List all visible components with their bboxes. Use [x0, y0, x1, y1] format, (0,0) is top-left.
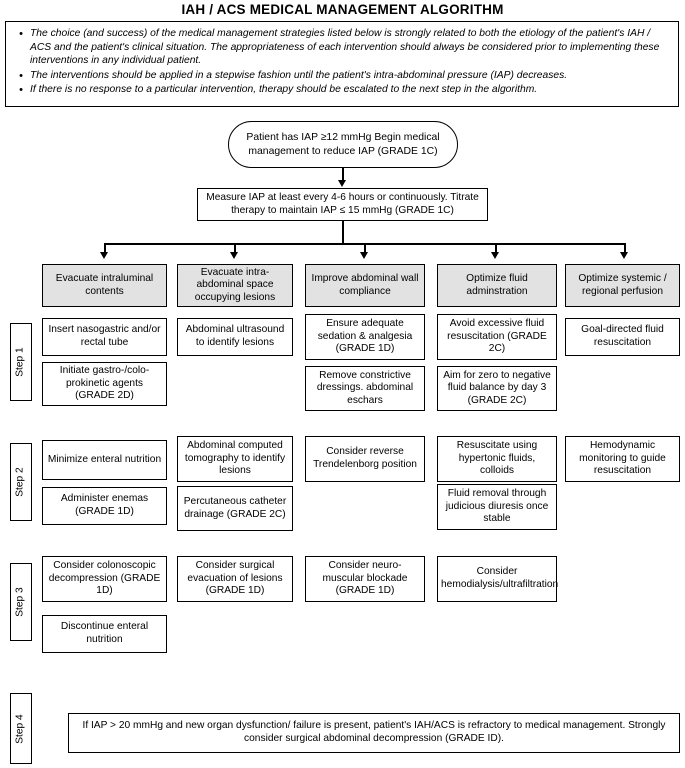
step-label: Step 2 — [15, 467, 26, 497]
node-text: Consider surgical evacuation of lesions … — [187, 560, 283, 597]
step3-col1-box2: Discontinue enteral nutrition — [42, 615, 167, 653]
step1-col3-box1: Ensure adequate sedation & analgesia (GR… — [305, 314, 425, 360]
measure-node-text: Measure IAP at least every 4-6 hours or … — [206, 191, 479, 216]
step3-col3-box1: Consider neuro-muscular blockade (GRADE … — [305, 556, 425, 602]
column-header-text: Optimize fluid adminstration — [466, 272, 528, 297]
node-text: Avoid excessive fluid resuscitation (GRA… — [447, 318, 547, 355]
step4-banner-box: If IAP > 20 mmHg and new organ dysfuncti… — [68, 713, 680, 753]
node-text: Initiate gastro-/colo-prokinetic agents … — [59, 365, 150, 402]
column-header-text: Optimize systemic / regional perfusion — [578, 272, 667, 297]
step1-col1-box1: Insert nasogastric and/or rectal tube — [42, 318, 167, 356]
step3-col4-box1: Consider hemodialysis/ultrafiltration — [437, 556, 559, 602]
note-item: • If there is no response to a particula… — [6, 83, 678, 98]
column-header-text: Evacuate intraluminal contents — [55, 272, 154, 297]
node-text: Administer enemas (GRADE 1D) — [60, 493, 149, 517]
connector-branch-5 — [624, 243, 626, 254]
step1-col4-box2: Aim for zero to negative fluid balance b… — [437, 366, 557, 411]
measure-node: Measure IAP at least every 4-6 hours or … — [197, 188, 488, 221]
step3-col1-box1: Consider colonoscopic decompression (GRA… — [42, 556, 167, 602]
node-text: Fluid removal through judicious diuresis… — [445, 488, 549, 525]
arrow-down-icon — [620, 252, 628, 259]
connector-branch-4 — [495, 243, 497, 254]
step2-col1-box2: Administer enemas (GRADE 1D) — [42, 487, 167, 525]
column-header-5: Optimize systemic / regional perfusion — [565, 264, 680, 307]
node-text: Abdominal ultrasound to identify lesions — [185, 324, 285, 348]
node-text: Remove constrictive dressings. abdominal… — [316, 369, 414, 406]
step2-col1-box1: Minimize enteral nutrition — [42, 440, 167, 480]
step1-col4-box1: Avoid excessive fluid resuscitation (GRA… — [437, 314, 557, 360]
step2-col2-box2: Percutaneous catheter drainage (GRADE 2C… — [177, 486, 293, 531]
step1-col3-box2: Remove constrictive dressings. abdominal… — [305, 366, 425, 411]
note-item: • The interventions should be applied in… — [6, 68, 678, 84]
step-tab-1: Step 1 — [10, 323, 32, 401]
node-text: Consider neuro-muscular blockade (GRADE … — [322, 560, 408, 597]
node-text: Discontinue enteral nutrition — [60, 621, 149, 645]
node-text: Goal-directed fluid resuscitation — [581, 324, 664, 348]
node-text: Consider colonoscopic decompression (GRA… — [48, 560, 161, 597]
node-text: Ensure adequate sedation & analgesia (GR… — [317, 318, 413, 355]
notes-panel: • The choice (and success) of the medica… — [5, 21, 679, 107]
column-header-1: Evacuate intraluminal contents — [42, 264, 167, 307]
step2-col2-box1: Abdominal computed tomography to identif… — [177, 436, 293, 482]
step1-col2-box1: Abdominal ultrasound to identify lesions — [177, 318, 293, 356]
node-text: Resuscitate using hypertonic fluids, col… — [456, 440, 538, 477]
node-text: Aim for zero to negative fluid balance b… — [443, 369, 551, 406]
page-title: IAH / ACS MEDICAL MANAGEMENT ALGORITHM — [181, 2, 504, 17]
node-text: Insert nasogastric and/or rectal tube — [48, 324, 161, 348]
arrow-down-icon — [230, 252, 238, 259]
note-text: The interventions should be applied in a… — [30, 69, 568, 81]
step2-col4-box2: Fluid removal through judicious diuresis… — [437, 484, 557, 530]
step-tab-2: Step 2 — [10, 443, 32, 521]
node-text: Hemodynamic monitoring to guide resuscit… — [579, 440, 666, 477]
step1-col5-box1: Goal-directed fluid resuscitation — [565, 318, 680, 356]
note-text: If there is no response to a particular … — [30, 84, 538, 96]
step1-col1-box2: Initiate gastro-/colo-prokinetic agents … — [42, 362, 167, 406]
column-header-3: Improve abdominal wall compliance — [305, 264, 425, 307]
step3-col2-box1: Consider surgical evacuation of lesions … — [177, 556, 293, 602]
connector-branch-3 — [364, 243, 366, 254]
note-text: The choice (and success) of the medical … — [30, 28, 660, 67]
step-tab-4: Step 4 — [10, 693, 32, 764]
connector-measure-down — [342, 221, 344, 244]
arrow-down-icon — [100, 252, 108, 259]
step-label: Step 1 — [15, 347, 26, 377]
node-text: Consider hemodialysis/ultrafiltration — [441, 566, 559, 590]
start-node-text: Patient has IAP ≥12 mmHg Begin medical m… — [246, 132, 440, 157]
step4-banner-text: If IAP > 20 mmHg and new organ dysfuncti… — [82, 720, 666, 744]
start-node: Patient has IAP ≥12 mmHg Begin medical m… — [228, 121, 458, 168]
connector-start-to-measure — [342, 168, 344, 182]
connector-branch-2 — [234, 243, 236, 254]
bullet-icon: • — [19, 69, 23, 82]
bullet-icon: • — [19, 84, 23, 97]
step-tab-3: Step 3 — [10, 563, 32, 641]
arrow-down-icon — [360, 252, 368, 259]
node-text: Abdominal computed tomography to identif… — [184, 440, 286, 477]
step-label: Step 4 — [15, 713, 26, 744]
step2-col5-box1: Hemodynamic monitoring to guide resuscit… — [565, 436, 680, 482]
step2-col3-box1: Consider reverse Trendelenborg position — [305, 436, 425, 482]
column-header-text: Improve abdominal wall compliance — [311, 272, 419, 297]
step-label: Step 3 — [15, 587, 26, 617]
step2-col4-box1: Resuscitate using hypertonic fluids, col… — [437, 436, 557, 482]
column-header-4: Optimize fluid adminstration — [437, 264, 557, 307]
node-text: Minimize enteral nutrition — [47, 453, 162, 465]
connector-branch-1 — [104, 243, 106, 254]
arrow-down-icon — [338, 180, 346, 187]
node-text: Consider reverse Trendelenborg position — [313, 446, 417, 470]
column-header-text: Evacuate intra-abdominal space occupying… — [194, 266, 276, 303]
column-header-2: Evacuate intra-abdominal space occupying… — [177, 264, 293, 307]
node-text: Percutaneous catheter drainage (GRADE 2C… — [183, 495, 287, 520]
note-item: • The choice (and success) of the medica… — [6, 22, 678, 68]
bullet-icon: • — [19, 28, 23, 40]
arrow-down-icon — [491, 252, 499, 259]
